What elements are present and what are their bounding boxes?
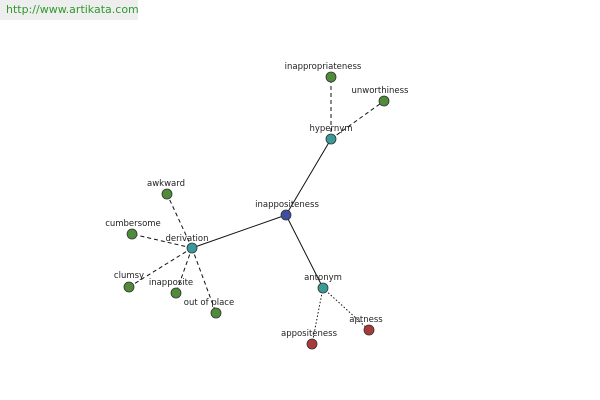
label-unworthiness[interactable]: unworthiness [352, 86, 410, 96]
node-aptness[interactable] [363, 324, 375, 336]
graph-labels: inappositeness hypernym derivation antonym i… [105, 62, 409, 339]
node-cumbersome[interactable] [126, 228, 138, 240]
graph-nodes [123, 71, 390, 350]
node-inappropriateness[interactable] [325, 71, 337, 83]
edge-derivation-inapposite [175, 247, 193, 294]
node-awkward[interactable] [161, 188, 173, 200]
node-unworthiness[interactable] [378, 95, 390, 107]
label-inappropriateness[interactable]: inappropriateness [285, 62, 362, 72]
label-appositeness[interactable]: appositeness [281, 329, 338, 339]
node-antonym[interactable] [317, 282, 329, 294]
node-derivation[interactable] [186, 242, 198, 254]
label-aptness[interactable]: aptness [349, 315, 383, 325]
graph-edges [128, 77, 385, 345]
node-appositeness[interactable] [306, 338, 318, 350]
node-out-of-place[interactable] [210, 307, 222, 319]
label-out-of-place[interactable]: out of place [184, 298, 234, 308]
edge-derivation-out-of-place [191, 247, 217, 314]
label-antonym[interactable]: antonym [304, 273, 342, 283]
edge-derivation-clumsy [128, 247, 193, 288]
edge-derivation-cumbersome [131, 233, 193, 249]
edge-derivation-awkward [166, 193, 193, 249]
label-clumsy[interactable]: clumsy [114, 271, 144, 281]
edge-center-hypernym [285, 138, 332, 216]
node-clumsy[interactable] [123, 281, 135, 293]
node-center[interactable] [280, 209, 292, 221]
edge-center-derivation [191, 214, 287, 249]
label-derivation[interactable]: derivation [165, 234, 208, 244]
label-inapposite[interactable]: inapposite [149, 278, 193, 288]
edge-center-antonym [285, 214, 324, 289]
label-awkward[interactable]: awkward [147, 179, 185, 189]
node-hypernym[interactable] [325, 133, 337, 145]
label-cumbersome[interactable]: cumbersome [105, 219, 161, 229]
label-hypernym[interactable]: hypernym [309, 124, 352, 134]
label-center[interactable]: inappositeness [255, 200, 319, 210]
edge-hypernym-unworthiness [330, 100, 385, 140]
edge-antonym-appositeness [311, 287, 324, 345]
node-inapposite[interactable] [170, 287, 182, 299]
site-watermark[interactable]: http://www.artikata.com [0, 0, 138, 20]
